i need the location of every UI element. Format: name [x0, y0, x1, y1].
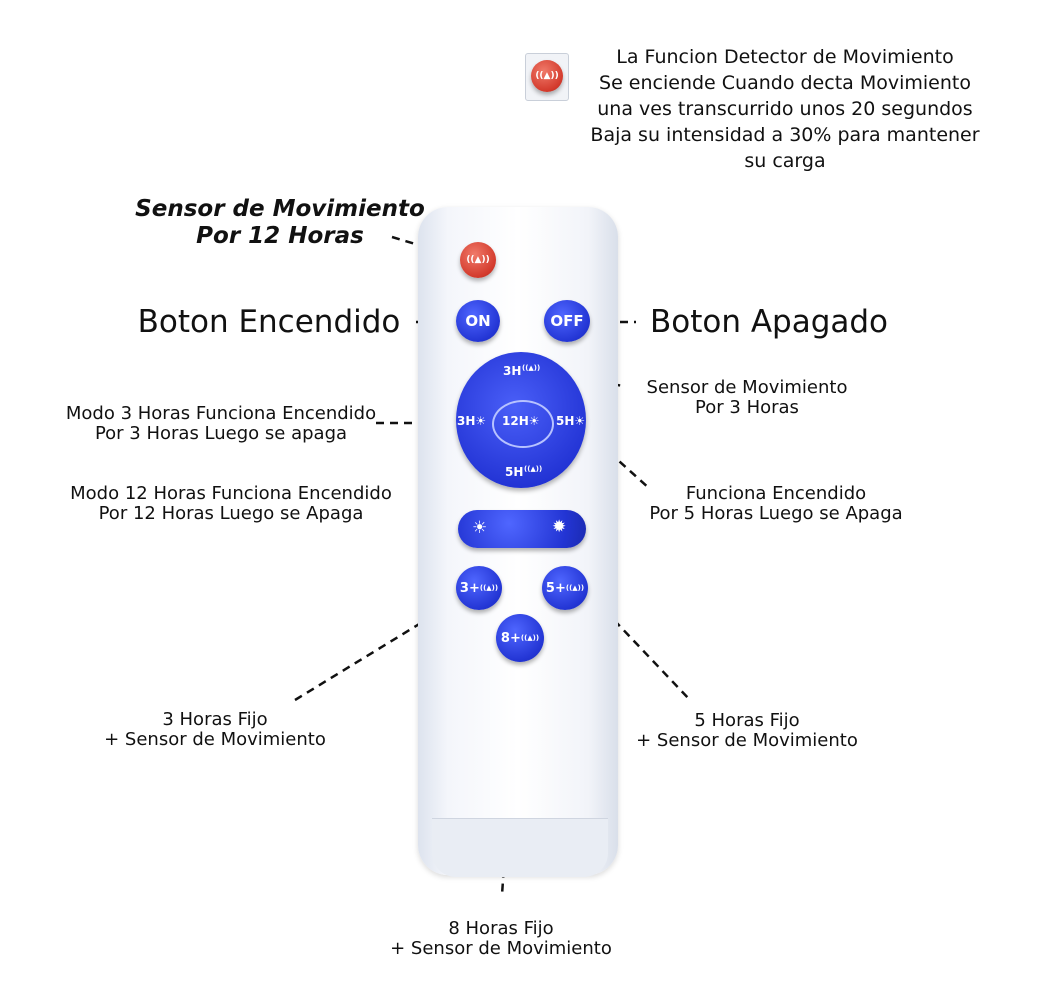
bright-icon[interactable]: ✹ [552, 517, 567, 537]
label-on: Boton Encendido [137, 304, 401, 340]
off-button[interactable]: OFF [544, 300, 590, 342]
label-sensor3-line1: Sensor de Movimiento [646, 377, 848, 398]
sensor-12h-button[interactable]: ((▲)) [460, 242, 496, 278]
info-line-3: una ves transcurrido unos 20 segundos [597, 98, 973, 120]
on-button-label: ON [465, 312, 491, 330]
mode-12h-ring [492, 400, 554, 448]
sensor-glyph: ((▲)) [535, 71, 559, 81]
label-sensor12-line2: Por 12 Horas [196, 223, 364, 249]
info-line-5: su carga [744, 150, 826, 172]
sensor-icon-small-bottom: ((▲)) [524, 465, 543, 473]
b5-sensor-icon: ((▲)) [565, 584, 585, 592]
label-sensor3: Sensor de Movimiento Por 3 Horas [622, 378, 872, 418]
fixed-3h-sensor-button[interactable]: 3+((▲)) [456, 566, 502, 610]
label-modo12-line2: Por 12 Horas Luego se Apaga [98, 503, 364, 524]
dim-icon[interactable]: ☀ [472, 518, 488, 538]
sensor-12h-glyph: ((▲)) [466, 255, 490, 265]
sensor-icon-button: ((▲)) [531, 60, 563, 92]
label-fijo3-line2: + Sensor de Movimiento [104, 729, 326, 750]
label-modo3-line1: Modo 3 Horas Funciona Encendido [65, 403, 377, 424]
label-fijo8-line1: 8 Horas Fijo [448, 918, 554, 939]
label-fijo3-line1: 3 Horas Fijo [162, 709, 268, 730]
label-modo5-line2: Por 5 Horas Luego se Apaga [649, 503, 903, 524]
mode-3h-button[interactable]: 3H☀ [457, 414, 487, 428]
label-fijo5-line2: + Sensor de Movimiento [636, 730, 858, 751]
label-fijo3: 3 Horas Fijo + Sensor de Movimiento [80, 710, 350, 750]
b5-label: 5+ [545, 580, 566, 596]
info-line-1: La Funcion Detector de Movimiento [616, 46, 954, 68]
label-modo12-line1: Modo 12 Horas Funciona Encendido [70, 483, 392, 504]
b3-label: 3+ [459, 580, 480, 596]
b8-sensor-icon: ((▲)) [520, 634, 540, 642]
label-sensor12-line1: Sensor de Movimiento [135, 196, 425, 222]
label-modo3-line2: Por 3 Horas Luego se apaga [94, 423, 348, 444]
label-modo5: Funciona Encendido Por 5 Horas Luego se … [626, 484, 926, 524]
info-note: La Funcion Detector de Movimiento Se enc… [570, 44, 1000, 174]
leader-fijo5 [594, 599, 691, 701]
label-off: Boton Apagado [649, 304, 889, 340]
label-sensor3-line2: Por 3 Horas [695, 397, 799, 418]
label-modo5-line1: Funciona Encendido [685, 483, 867, 504]
info-line-2: Se enciende Cuando decta Movimiento [599, 72, 971, 94]
b8-label: 8+ [500, 630, 521, 646]
remote-bottom-cap [432, 818, 608, 877]
info-line-4: Baja su intensidad a 30% para mantener [590, 124, 980, 146]
brightness-bar: ☀ ✹ [458, 510, 586, 548]
label-modo12: Modo 12 Horas Funciona Encendido Por 12 … [40, 484, 422, 524]
b3-sensor-icon: ((▲)) [479, 584, 499, 592]
label-sensor12: Sensor de Movimiento Por 12 Horas [130, 196, 430, 250]
fixed-5h-sensor-button[interactable]: 5+((▲)) [542, 566, 588, 610]
mode-5h-button[interactable]: 5H☀ [556, 414, 586, 428]
mode-3h-sensor-button[interactable]: 3H [503, 364, 522, 378]
off-button-label: OFF [550, 312, 584, 330]
mode-12h-button[interactable]: 12H☀ [502, 414, 540, 428]
sensor-icon-small: ((▲)) [522, 364, 541, 372]
label-fijo8: 8 Horas Fijo + Sensor de Movimiento [366, 919, 636, 959]
mode-5h-sensor-button[interactable]: 5H [505, 465, 524, 479]
on-button[interactable]: ON [456, 300, 500, 342]
label-fijo5: 5 Horas Fijo + Sensor de Movimiento [612, 711, 882, 751]
label-modo3: Modo 3 Horas Funciona Encendido Por 3 Ho… [38, 404, 404, 444]
label-fijo8-line2: + Sensor de Movimiento [390, 938, 612, 959]
fixed-8h-sensor-button[interactable]: 8+((▲)) [496, 614, 544, 662]
label-fijo5-line1: 5 Horas Fijo [694, 710, 800, 731]
motion-sensor-icon: ((▲)) [525, 53, 569, 101]
